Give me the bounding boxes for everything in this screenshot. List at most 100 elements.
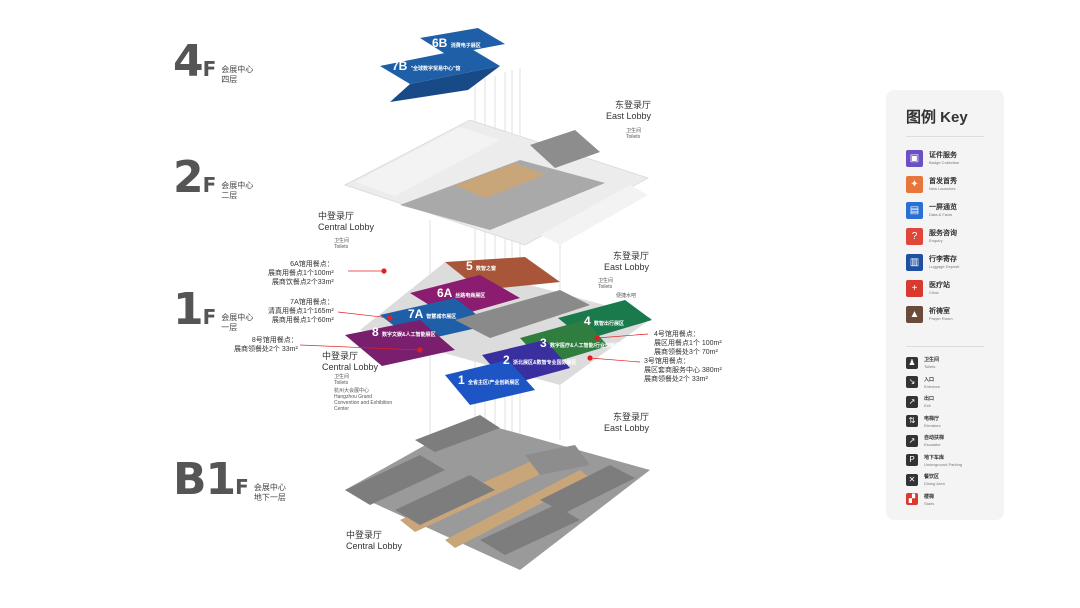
hall-8[interactable] (345, 320, 455, 366)
legend-facility-sublabel: Entrance (924, 383, 941, 389)
level-code: 4F (173, 36, 216, 87)
floor-4f (380, 28, 505, 102)
level-cn1: 会展中心 (221, 65, 254, 74)
badge-icon: ▣ (906, 150, 923, 167)
hall-label-3[interactable]: 3 数字医疗&人工智能/行业创新展区 (540, 336, 626, 350)
legend-item-sublabel: New Launches (929, 186, 956, 191)
hall-1[interactable] (445, 360, 535, 405)
hall-label-5[interactable]: 5 数智之窗 (466, 259, 497, 273)
screen-icon: ▤ (906, 202, 923, 219)
level-code: 2F (173, 152, 216, 203)
legend-item-sublabel: Enquiry (929, 238, 943, 243)
legend-facility-sublabel: Escalator (924, 442, 941, 447)
level-label-2f: 2F 会展中心二层 (173, 152, 253, 205)
level-code: 1F (173, 284, 216, 335)
legend-facility-label: 出口 (924, 396, 935, 402)
floor-map (299, 28, 652, 570)
legend-item-label: 一屏通览 (929, 204, 957, 211)
hall-label-1[interactable]: 1 全省主区/产业创新展区 (458, 373, 520, 387)
legend-item-sublabel: Data & Facts (929, 212, 953, 217)
hall-label-7a[interactable]: 7A 智慧城市展区 (408, 307, 457, 321)
floor-2f (343, 119, 650, 246)
hall-label-6a[interactable]: 6A 丝路电商展区 (437, 286, 486, 300)
hall-label-2[interactable]: 2 浙北展区&数智专业国际展区 (503, 353, 577, 367)
legend-item-label: 祈祷室 (929, 308, 950, 315)
escalator-icon: ↗ (906, 434, 918, 447)
legend-facility-sublabel: Stairs (924, 500, 935, 506)
legend-item-sublabel: Prayer Room (929, 316, 953, 321)
legend-facility-sublabel: Exit (924, 403, 931, 408)
legend-item-label: 医疗站 (929, 282, 950, 289)
legend-item-label: 服务咨询 (929, 230, 957, 237)
level-cn2: 地下一层 (253, 493, 286, 502)
parking-icon: P (906, 454, 918, 466)
level-cn2: 一层 (221, 323, 238, 332)
hall-label-7b[interactable]: 7B "全球数字贸易中心"馆 (392, 59, 461, 73)
east-lobby-b1 (525, 445, 590, 475)
annotation-leaders (299, 270, 649, 363)
hall-label-6b[interactable]: 6B 消费电子展区 (432, 36, 481, 50)
luggage-icon: ▥ (906, 254, 923, 271)
legend-facility-label: 电梯厅 (924, 415, 940, 422)
legend-facility-sublabel: Dining Area (924, 481, 945, 486)
legend-item-sublabel: Clinic (929, 290, 939, 295)
legend-divider (906, 136, 984, 137)
level-cn2: 四层 (221, 75, 238, 84)
legend-facility-label: 自动扶梯 (924, 435, 945, 441)
legend-item-label: 首发首秀 (929, 178, 957, 185)
legend-facility-label: 餐饮区 (924, 474, 940, 480)
level-label-b1: B1F 会展中心地下一层 (173, 458, 286, 507)
legend-item-sublabel: Badge Collection (929, 160, 960, 165)
legend-facility-label: 卫生间 (924, 357, 940, 363)
level-cn1: 会展中心 (253, 483, 286, 492)
beverage-label: 便捷水吧 (616, 293, 637, 299)
dining-icon: ✕ (906, 473, 918, 486)
entrance-icon: ↘ (906, 376, 918, 388)
legend-facility-sublabel: Toilets (924, 364, 936, 369)
hall-label-8[interactable]: 8 数字文娱&人工智能展区 (372, 325, 436, 339)
legend-item-label: 行李寄存 (929, 256, 957, 263)
level-label-1f: 1F 会展中心一层 (173, 284, 254, 337)
annotation-8: 8号馆用餐点：展商领餐处2个 33m² (234, 337, 298, 353)
hall-7b[interactable] (380, 48, 500, 84)
level-label-4f: 4F 会展中心四层 (173, 36, 254, 89)
floor-1f (345, 257, 652, 405)
legend-item-label: 证件服务 (929, 152, 957, 159)
hall-label-4[interactable]: 4 数智出行展区 (584, 314, 625, 328)
clinic-icon: + (906, 280, 923, 297)
legend-facility-sublabel: Underground Parking (924, 461, 963, 467)
exit-icon: ↗ (906, 395, 918, 408)
legend-title: 图例 Key (906, 109, 968, 126)
legend-facility-label: 楼梯 (924, 493, 935, 500)
hall-6b[interactable] (420, 28, 505, 55)
level-cn1: 会展中心 (221, 313, 254, 322)
corridor-2f (400, 160, 605, 230)
legend-item-sublabel: Luggage Deposit (929, 264, 960, 269)
hall-4f-shadow (390, 66, 500, 102)
